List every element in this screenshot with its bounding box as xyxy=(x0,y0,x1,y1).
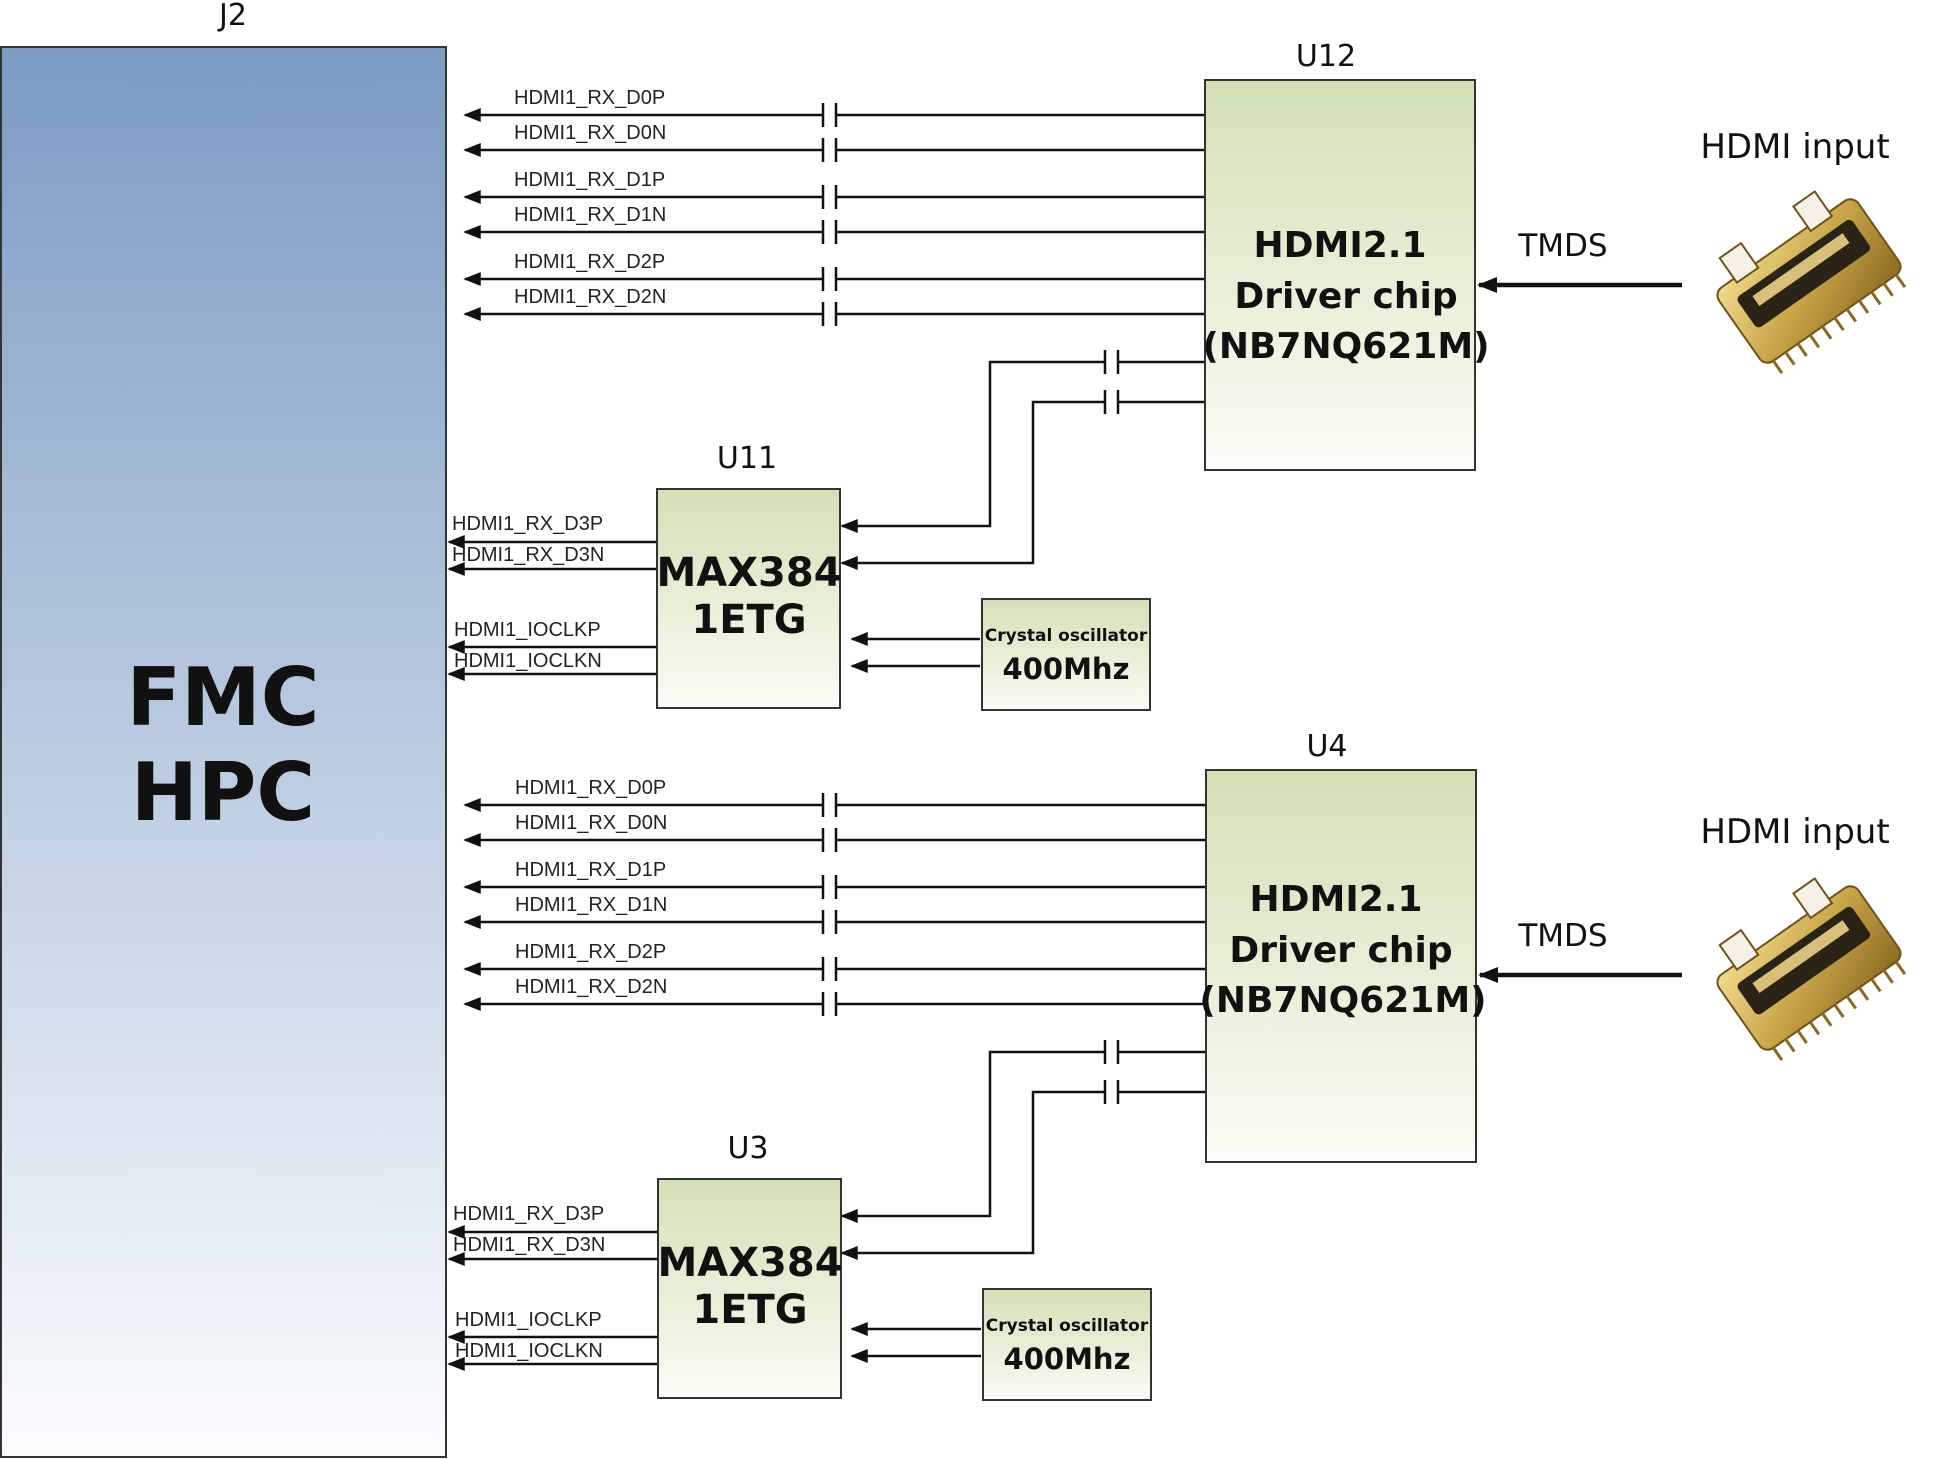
hdmi-connector-icon xyxy=(1716,877,1907,1062)
retimer-line1: MAX384 xyxy=(657,1240,842,1286)
coupling-capacitors xyxy=(821,103,838,326)
signal-label: HDMI1_RX_D1P xyxy=(515,859,666,881)
signal-label: HDMI1_RX_D3P xyxy=(453,1203,604,1225)
signal-label: HDMI1_IOCLKN xyxy=(454,650,602,672)
signal-label: HDMI1_RX_D3N xyxy=(453,1234,605,1256)
lane-d3p-to-retimer xyxy=(840,360,1204,533)
hdmi-driver-chip xyxy=(1205,769,1477,1163)
signal-label: HDMI1_RX_D2P xyxy=(514,251,665,273)
oscillator-line1: Crystal oscillator xyxy=(986,1316,1149,1336)
signal-label: HDMI1_RX_D2N xyxy=(514,286,666,308)
coupling-capacitors xyxy=(821,793,838,1016)
retimer-line2: 1ETG xyxy=(692,1287,807,1333)
driver-line1: HDMI2.1 xyxy=(1249,879,1422,920)
driver-line3: (NB7NQ621M) xyxy=(1199,980,1486,1021)
oscillator-line2: 400Mhz xyxy=(1004,1342,1131,1376)
oscillator-line2: 400Mhz xyxy=(1003,652,1130,686)
fmc-ref-label: J2 xyxy=(217,0,247,33)
signal-label: HDMI1_RX_D1P xyxy=(514,169,665,191)
driver-line2: Driver chip xyxy=(1234,276,1457,317)
retimer-line2: 1ETG xyxy=(691,597,806,643)
retimer-ref-label: U3 xyxy=(727,1131,768,1166)
fmc-hpc-block xyxy=(0,46,447,1458)
signal-label: HDMI1_RX_D0N xyxy=(514,122,666,144)
retimer-ref-label: U11 xyxy=(717,441,777,476)
driver-line3: (NB7NQ621M) xyxy=(1202,326,1489,367)
tmds-label: TMDS xyxy=(1517,918,1607,954)
signal-label: HDMI1_RX_D0N xyxy=(515,812,667,834)
crystal-oscillator xyxy=(981,598,1151,711)
signal-label: HDMI1_IOCLKN xyxy=(455,1340,603,1362)
signal-label: HDMI1_RX_D2N xyxy=(515,976,667,998)
signal-label: HDMI1_RX_D3P xyxy=(452,513,603,535)
channel-2: HDMI1_RX_D0P HDMI1_RX_D0N HDMI1_RX_D1P H… xyxy=(447,729,1907,1401)
signal-label: HDMI1_RX_D1N xyxy=(515,894,667,916)
signal-label: HDMI1_IOCLKP xyxy=(455,1309,602,1331)
channel-1: HDMI1_RX_D0P HDMI1_RX_D0N HDMI1_RX_D1P H… xyxy=(447,39,1907,711)
tmds-label: TMDS xyxy=(1517,228,1607,264)
lane-d3n-to-retimer xyxy=(840,400,1204,570)
signal-label: HDMI1_RX_D0P xyxy=(514,87,665,109)
driver-ref-label: U4 xyxy=(1306,729,1347,764)
retimer-chip xyxy=(656,488,841,709)
driver-ref-label: U12 xyxy=(1296,39,1356,74)
signal-label: HDMI1_RX_D3N xyxy=(452,544,604,566)
hdmi-driver-chip xyxy=(1204,79,1476,471)
retimer-line1: MAX384 xyxy=(656,550,841,596)
driver-line1: HDMI2.1 xyxy=(1253,225,1426,266)
fmc-label-line2: HPC xyxy=(131,746,315,839)
signal-label: HDMI1_RX_D1N xyxy=(514,204,666,226)
driver-line2: Driver chip xyxy=(1229,930,1452,971)
crystal-oscillator xyxy=(982,1288,1152,1401)
retimer-chip xyxy=(657,1178,842,1399)
lane-d3p-to-retimer xyxy=(840,1050,1205,1223)
fmc-label-line1: FMC xyxy=(127,651,320,744)
hdmi-connector-icon xyxy=(1716,190,1907,375)
hdmi-input-label: HDMI input xyxy=(1700,812,1889,852)
lane-d3n-to-retimer xyxy=(840,1090,1205,1260)
signal-label: HDMI1_IOCLKP xyxy=(454,619,601,641)
hdmi-input-label: HDMI input xyxy=(1700,127,1889,167)
oscillator-line1: Crystal oscillator xyxy=(985,626,1148,646)
signal-label: HDMI1_RX_D0P xyxy=(515,777,666,799)
signal-label: HDMI1_RX_D2P xyxy=(515,941,666,963)
